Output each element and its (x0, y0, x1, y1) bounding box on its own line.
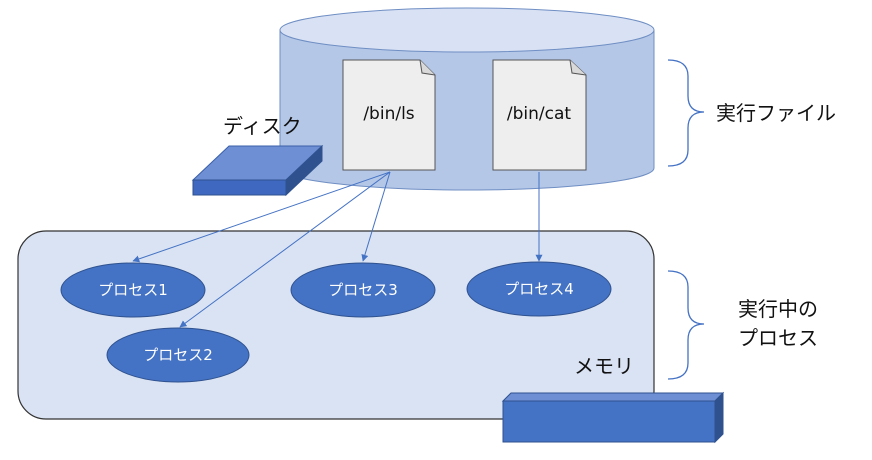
process-1-label: プロセス1 (98, 281, 168, 299)
file-cat: /bin/cat (492, 59, 587, 171)
process-4: プロセス4 (466, 261, 612, 317)
arrow-ls-to-process1 (132, 171, 391, 263)
memory-label: メモリ (574, 354, 634, 378)
process-4-label: プロセス4 (504, 280, 574, 298)
file-cat-label: /bin/cat (507, 104, 572, 124)
brace-running (667, 270, 705, 380)
file-ls: /bin/ls (342, 59, 436, 171)
disk-slab-icon (191, 144, 324, 197)
process-3: プロセス3 (290, 262, 436, 318)
running-label-line2: プロセス (738, 326, 818, 350)
file-ls-label: /bin/ls (363, 104, 414, 124)
process-2: プロセス2 (106, 327, 250, 383)
executable-label: 実行ファイル (716, 101, 836, 125)
process-2-label: プロセス2 (143, 346, 213, 364)
running-label-line1: 実行中の (738, 297, 818, 321)
memory-slab-icon (501, 391, 725, 444)
disk-cylinder (279, 7, 655, 191)
memory-area (17, 230, 655, 420)
arrow-ls-to-process2 (179, 171, 391, 328)
disk-label: ディスク (223, 114, 302, 138)
brace-executable (667, 59, 705, 167)
process-3-label: プロセス3 (328, 281, 398, 299)
arrow-ls-to-process3 (361, 171, 391, 262)
process-1: プロセス1 (60, 262, 206, 318)
